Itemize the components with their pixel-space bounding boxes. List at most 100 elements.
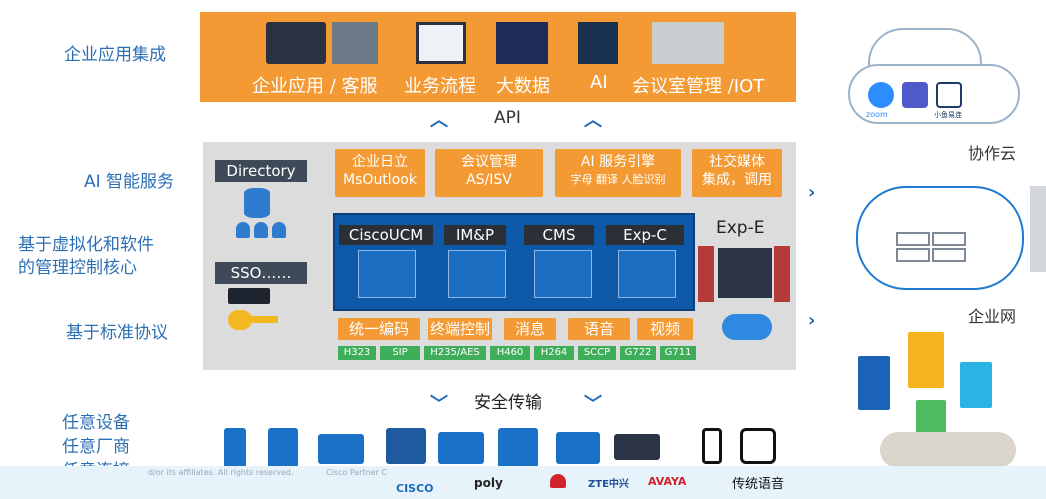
net-right-chevron-icon: › xyxy=(808,310,816,331)
device-phone-icon-1 xyxy=(224,428,246,468)
device-laptop-icon xyxy=(318,434,364,464)
zoom-icon xyxy=(868,82,894,108)
band-item-ai: AI xyxy=(590,72,608,93)
device-video-endpoint-icon xyxy=(438,432,484,464)
ai-box-outlook-line2: MsOutlook xyxy=(343,172,417,188)
label-devices-2: 任意厂商 xyxy=(62,437,130,457)
func-unified-codec: 统一编码 xyxy=(338,318,420,340)
expc-gateway-icon xyxy=(618,250,676,298)
enterprise-apps-band: 企业应用 / 客服 业务流程 大数据 AI 会议室管理 /IOT xyxy=(200,12,796,102)
device-desk-phone-icon xyxy=(386,428,426,464)
zoom-label: zoom xyxy=(866,110,888,119)
func-video: 视频 xyxy=(637,318,693,340)
enterprise-cloud xyxy=(856,186,1024,290)
ai-box-engine-line1: AI 服务引擎 xyxy=(580,154,656,170)
collab-cloud-label: 协作云 xyxy=(968,144,1017,163)
ai-box-outlook: 企业日立 MsOutlook xyxy=(335,149,425,197)
vendor-cisco: CISCO xyxy=(396,482,434,495)
sso-key-icon xyxy=(228,310,252,330)
ai-box-engine-line2: 字母 翻译 人脸识别 xyxy=(570,173,666,186)
footer-text-2: Cisco Partner C xyxy=(326,468,388,477)
tab-cisco-ucm: CiscoUCM xyxy=(339,225,433,245)
ai-box-meeting-line2: AS/ISV xyxy=(466,172,512,188)
directory-user-icon-3 xyxy=(272,222,286,238)
enterprise-net-label: 企业网 xyxy=(968,307,1017,326)
ai-box-social-line2: 集成，调用 xyxy=(702,172,772,188)
std-h323: H323 xyxy=(338,346,376,360)
std-g711: G711 xyxy=(660,346,696,360)
server-icon-4 xyxy=(932,248,966,262)
func-voice: 语音 xyxy=(568,318,630,340)
device-mobile-icon xyxy=(702,428,722,464)
std-h460: H460 xyxy=(490,346,530,360)
app-phone-icon xyxy=(266,22,326,64)
building-icon-yellow xyxy=(908,332,944,388)
ai-box-social: 社交媒体 集成，调用 xyxy=(692,149,782,197)
vendor-zte: ZTE中兴 xyxy=(588,479,629,490)
label-ai-services: AI 智能服务 xyxy=(84,172,175,192)
firewall-right-icon xyxy=(774,246,790,302)
device-cameras-icon xyxy=(614,434,660,460)
device-tablet-icon xyxy=(268,428,298,468)
label-standards: 基于标准协议 xyxy=(66,323,168,343)
secure-down-chevron-icon-right: ﹀ xyxy=(584,394,602,415)
ai-icon xyxy=(578,22,618,64)
api-label: API xyxy=(494,108,521,128)
app-agent-photo-icon xyxy=(332,22,378,64)
secure-transport-label: 安全传输 xyxy=(474,393,542,413)
firewall-left-icon xyxy=(698,246,714,302)
vendor-avaya: AVAYA xyxy=(648,475,687,488)
label-devices-1: 任意设备 xyxy=(62,413,130,433)
std-sccp: SCCP xyxy=(578,346,616,360)
band-item-workflow: 业务流程 xyxy=(404,76,476,97)
exp-e-label: Exp-E xyxy=(716,218,765,238)
ai-box-meeting-line1: 会议管理 xyxy=(461,154,517,170)
band-item-iot: 会议室管理 /IOT xyxy=(632,76,765,97)
std-h264: H264 xyxy=(534,346,574,360)
side-scrollbar[interactable] xyxy=(1030,186,1046,272)
band-item-apps: 企业应用 / 客服 xyxy=(252,76,378,97)
ai-box-meeting: 会议管理 AS/ISV xyxy=(435,149,543,197)
ai-box-social-line1: 社交媒体 xyxy=(709,154,765,170)
ucm-router-icon xyxy=(358,250,416,298)
tab-cms: CMS xyxy=(524,225,594,245)
server-icon-1 xyxy=(896,232,930,246)
footer-text-1: d/or its affiliates. All rights reserved… xyxy=(148,468,294,477)
label-virtualization-1: 基于虚拟化和软件 xyxy=(18,235,154,255)
std-sip: SIP xyxy=(380,346,420,360)
func-endpoint-control: 终端控制 xyxy=(428,318,492,340)
device-landline-icon xyxy=(740,428,776,464)
building-icon-cyan xyxy=(960,362,992,408)
teams-icon xyxy=(902,82,928,108)
ai-box-outlook-line1: 企业日立 xyxy=(352,154,408,170)
huawei-logo-icon xyxy=(550,474,566,488)
sso-key-shaft-icon xyxy=(248,316,278,323)
directory-user-icon-1 xyxy=(236,222,250,238)
ai-box-engine: AI 服务引擎 字母 翻译 人脸识别 xyxy=(555,149,681,197)
api-up-chevron-icon-right: ︿ xyxy=(584,110,602,131)
device-room-kit-icon xyxy=(556,432,600,464)
meeting-room-icon xyxy=(652,22,724,64)
vendor-poly: poly xyxy=(474,476,503,490)
meeting-room-photo xyxy=(880,432,1016,468)
server-icon-2 xyxy=(932,232,966,246)
imp-presence-icon xyxy=(448,250,506,298)
sso-server-icon xyxy=(228,288,270,304)
directory-user-icon-2 xyxy=(254,222,268,238)
tab-exp-c: Exp-C xyxy=(606,225,684,245)
band-item-bigdata: 大数据 xyxy=(496,76,550,97)
collab-cloud-stack: zoom 小鱼易连 xyxy=(844,24,1024,128)
cloud-right-chevron-icon: › xyxy=(808,182,816,203)
std-g722: G722 xyxy=(620,346,656,360)
func-messaging: 消息 xyxy=(504,318,556,340)
sso-label: SSO…… xyxy=(215,262,307,284)
std-h235: H235/AES xyxy=(424,346,486,360)
big-data-icon xyxy=(496,22,548,64)
cms-conference-icon xyxy=(534,250,592,298)
device-stand-screen-icon xyxy=(498,428,538,468)
secure-down-chevron-icon-left: ﹀ xyxy=(430,394,448,415)
legacy-voice-label: 传统语音 xyxy=(732,477,785,492)
label-virtualization-2: 的管理控制核心 xyxy=(18,258,137,278)
footer-strip xyxy=(0,466,1046,499)
router-icon xyxy=(722,314,772,340)
